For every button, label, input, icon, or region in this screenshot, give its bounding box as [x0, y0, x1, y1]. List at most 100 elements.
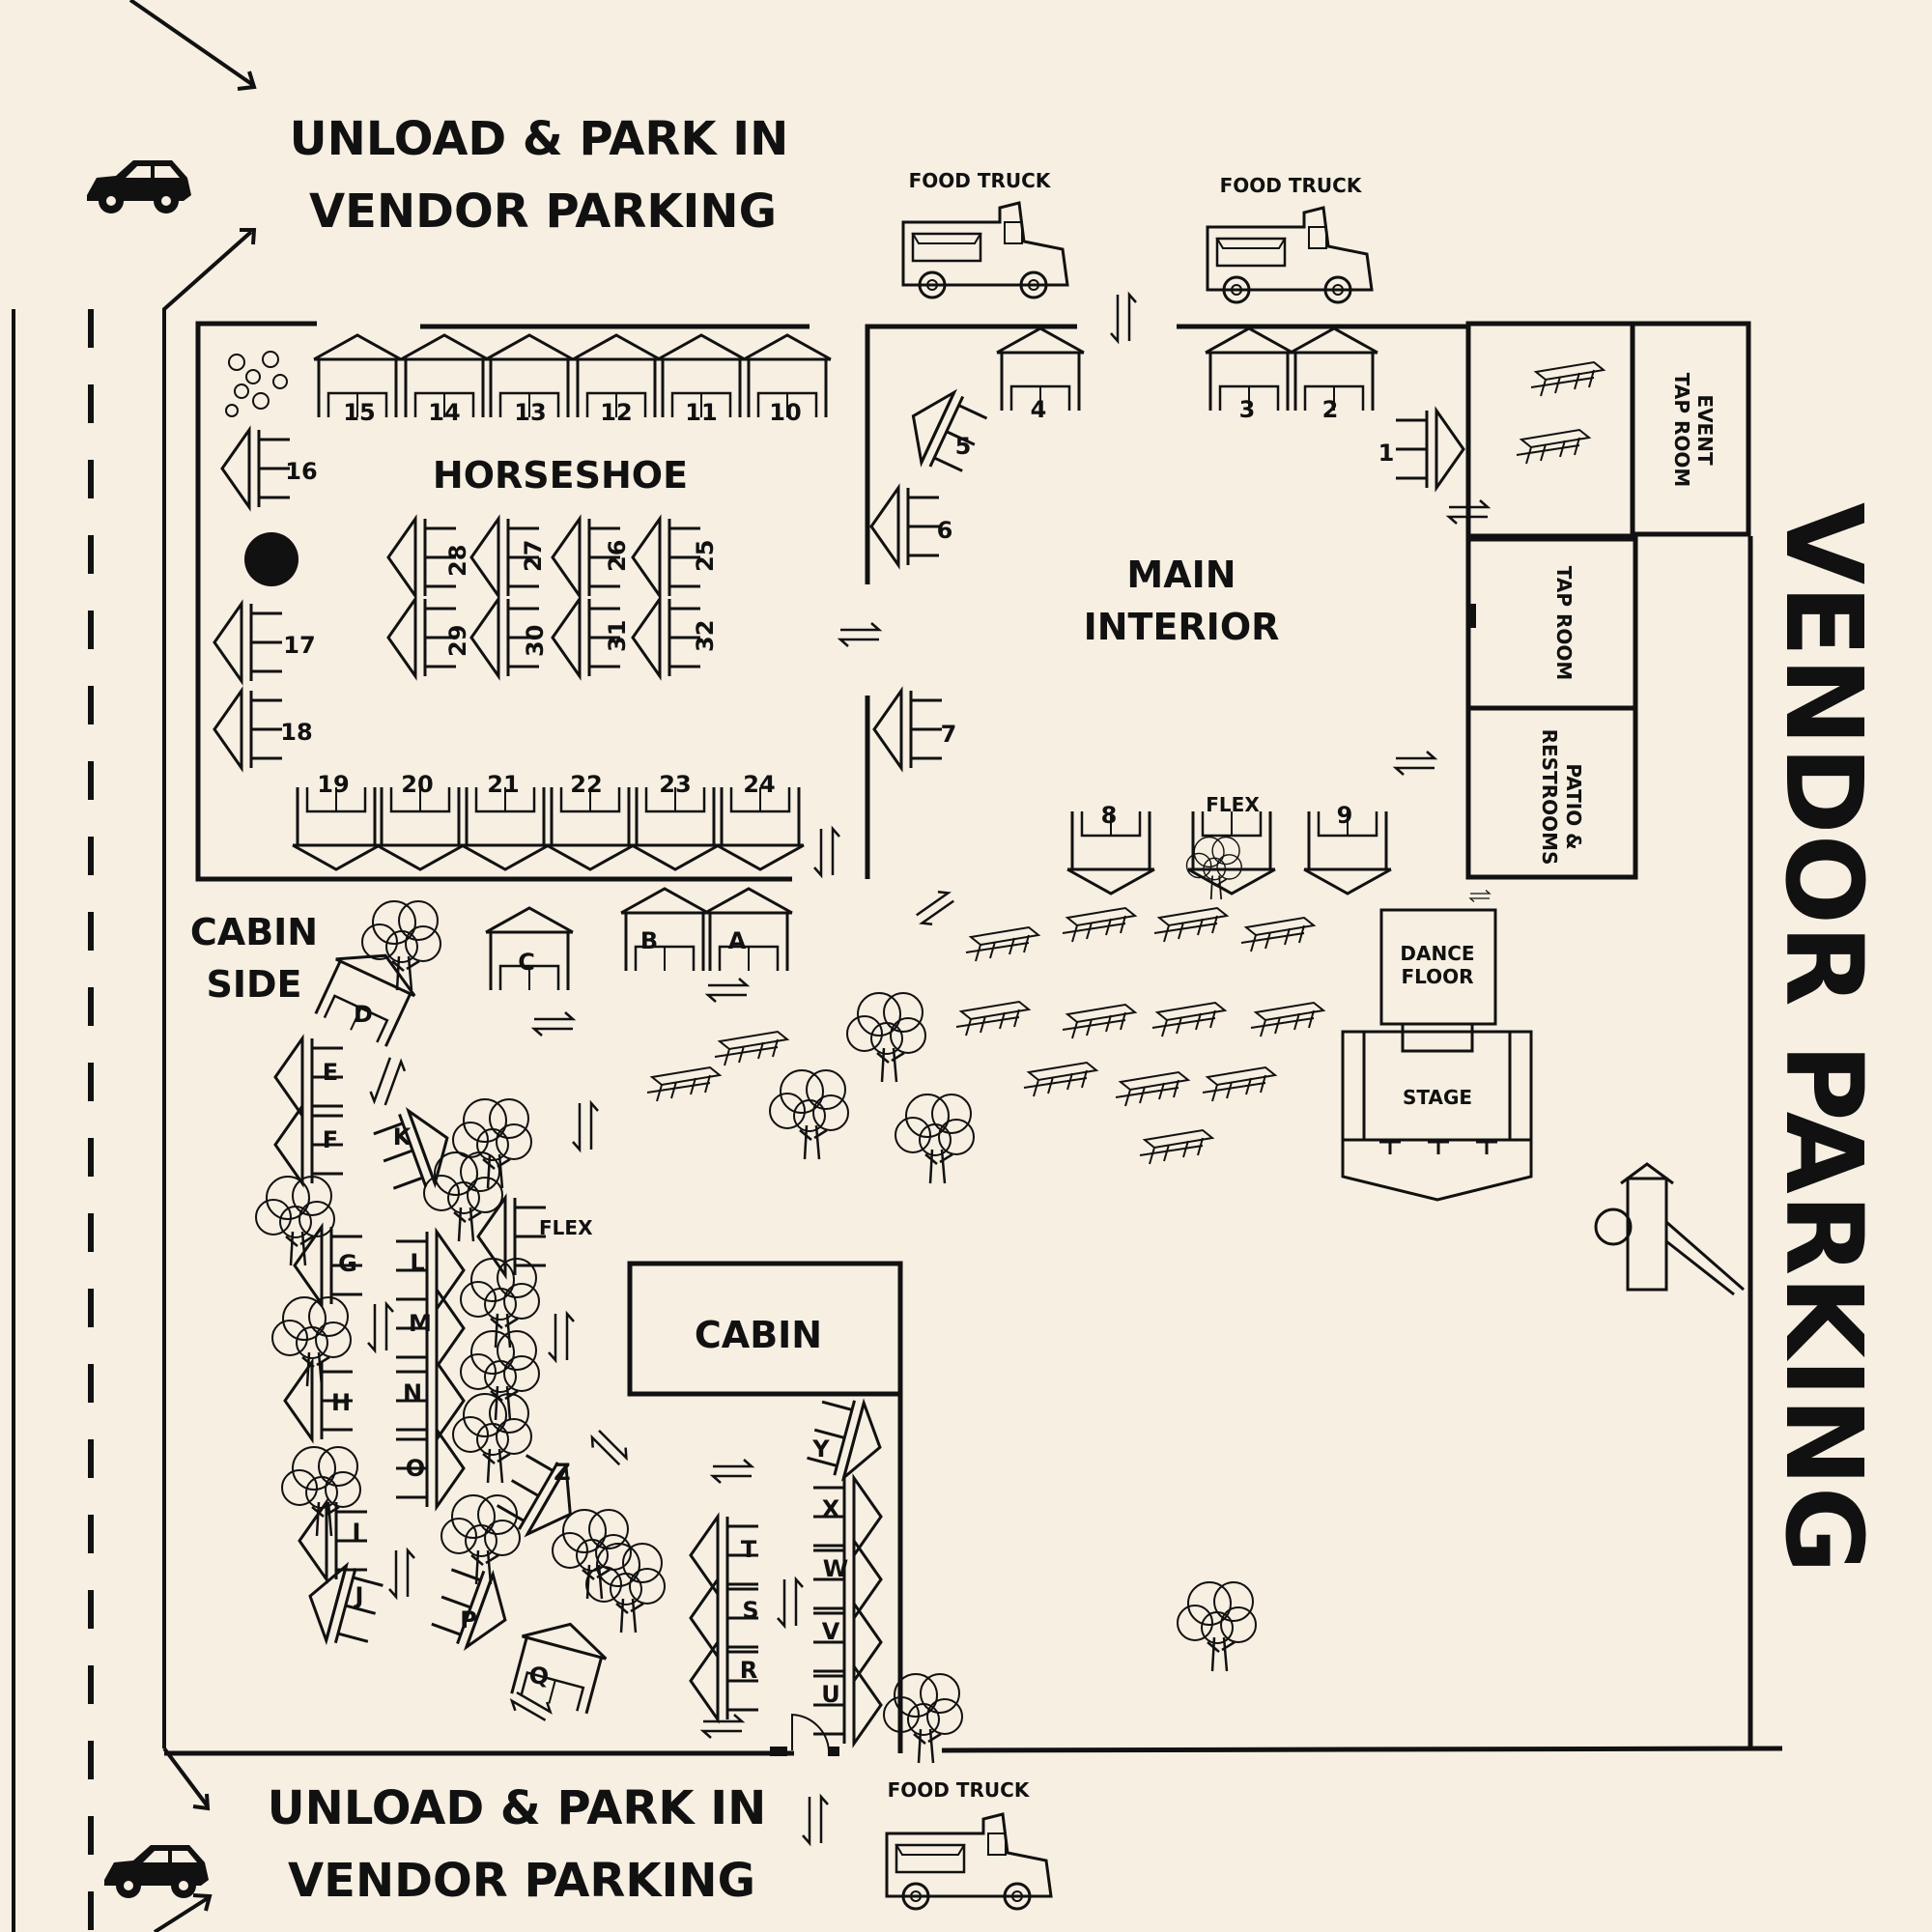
booth-4[interactable]: 4: [1031, 396, 1047, 423]
horseshoe-label: HORSESHOE: [433, 454, 688, 497]
booths-cabin-side: C B A D E F G H I J K L M N O P Q Z FLEX…: [273, 887, 892, 1746]
booth-T[interactable]: T: [741, 1536, 757, 1563]
food-truck-icon: [885, 1812, 1053, 1911]
booth-H[interactable]: H: [331, 1389, 351, 1416]
parking-label-bottom-2: VENDOR PARKING: [288, 1854, 755, 1908]
booth-E[interactable]: E: [323, 1059, 338, 1086]
booth-15[interactable]: 15: [343, 399, 375, 426]
booth-row-top: 15 14 13 12 11 10: [312, 333, 833, 426]
booth-M[interactable]: M: [409, 1310, 432, 1337]
booth-Q[interactable]: Q: [529, 1662, 549, 1690]
parking-label-bottom-1: UNLOAD & PARK IN: [268, 1781, 767, 1835]
booth-D[interactable]: D: [354, 1001, 373, 1028]
booth-X[interactable]: X: [822, 1495, 840, 1522]
main-interior-label-1: MAIN: [1126, 554, 1236, 596]
entry-arrow-top: [128, 0, 255, 87]
car-icon: [87, 160, 191, 213]
booth-31[interactable]: 31: [604, 620, 631, 652]
booth-24[interactable]: 24: [743, 771, 775, 798]
patio-label-1: PATIO &: [1562, 763, 1585, 849]
fire-pit-icon: [244, 532, 298, 586]
booths-interior: 4 5 6 7 3 2 1 8 FLEX 9: [869, 327, 1465, 895]
booth-W[interactable]: W: [823, 1555, 848, 1582]
food-truck-icon: [1206, 206, 1374, 304]
booth-19[interactable]: 19: [317, 771, 349, 798]
booth-Z[interactable]: Z: [554, 1459, 570, 1486]
booth-col-left: 16 17 18: [213, 428, 318, 770]
booth-25[interactable]: 25: [692, 540, 719, 572]
flex-booth-cabin[interactable]: FLEX: [539, 1216, 593, 1239]
booth-1[interactable]: 1: [1378, 440, 1395, 467]
booth-C[interactable]: C: [518, 949, 535, 976]
food-truck-label-1: FOOD TRUCK: [909, 169, 1052, 192]
booth-P[interactable]: P: [460, 1606, 477, 1634]
gate-icon: [770, 1713, 839, 1756]
booth-2[interactable]: 2: [1322, 396, 1339, 423]
booth-I[interactable]: I: [353, 1519, 361, 1546]
booth-cluster-center: 28 27 26 25 29 30 31 32: [386, 517, 719, 678]
booth-8[interactable]: 8: [1101, 802, 1118, 829]
booth-S[interactable]: S: [742, 1597, 758, 1624]
booth-L[interactable]: L: [410, 1249, 424, 1276]
booth-29[interactable]: 29: [444, 625, 471, 657]
booth-9[interactable]: 9: [1337, 802, 1353, 829]
booth-U[interactable]: U: [821, 1681, 840, 1708]
booth-K[interactable]: K: [393, 1123, 412, 1151]
dance-floor-label-1: DANCE: [1400, 942, 1474, 965]
booth-20[interactable]: 20: [401, 771, 433, 798]
booth-26[interactable]: 26: [604, 540, 631, 572]
booth-7[interactable]: 7: [941, 721, 957, 748]
booth-6[interactable]: 6: [937, 517, 953, 544]
booth-28[interactable]: 28: [444, 545, 471, 577]
booth-11[interactable]: 11: [685, 399, 717, 426]
booth-17[interactable]: 17: [283, 632, 315, 659]
event-tap-room-label-2: TAP ROOM: [1670, 373, 1693, 488]
buildings-right: EVENT TAP ROOM TAP ROOM PATIO & RESTROOM…: [1465, 321, 1751, 880]
booth-A[interactable]: A: [728, 927, 747, 954]
booth-G[interactable]: G: [338, 1250, 357, 1277]
flex-booth-main[interactable]: FLEX: [1206, 793, 1260, 816]
booth-23[interactable]: 23: [659, 771, 691, 798]
cabin-side-label-1: CABIN: [190, 911, 318, 953]
car-icon: [104, 1845, 209, 1898]
food-truck-label-2: FOOD TRUCK: [1220, 174, 1363, 197]
cabin-building: [627, 1261, 903, 1397]
booth-30[interactable]: 30: [522, 625, 549, 657]
booth-32[interactable]: 32: [692, 620, 719, 652]
shrub-icon: [225, 351, 288, 417]
booth-J[interactable]: J: [354, 1582, 364, 1609]
booth-Y[interactable]: Y: [811, 1435, 830, 1463]
stage-label: STAGE: [1403, 1086, 1472, 1109]
booth-B[interactable]: B: [640, 927, 658, 954]
booth-27[interactable]: 27: [520, 540, 547, 572]
booth-14[interactable]: 14: [428, 399, 460, 426]
event-tap-room-label-1: EVENT: [1693, 394, 1717, 466]
patio-label-2: RESTROOMS: [1538, 729, 1561, 866]
dance-floor-label-2: FLOOR: [1401, 965, 1473, 988]
booth-N[interactable]: N: [403, 1379, 422, 1406]
booth-V[interactable]: V: [822, 1618, 840, 1645]
booth-F[interactable]: F: [323, 1126, 338, 1153]
cabin-label: CABIN: [695, 1314, 822, 1356]
vendor-parking-side-label: VENDOR PARKING: [1762, 502, 1886, 1574]
playground-icon: [1594, 1162, 1745, 1296]
booth-12[interactable]: 12: [600, 399, 632, 426]
entry-arrow-path: [162, 230, 253, 1748]
booth-5[interactable]: 5: [955, 433, 972, 460]
booth-10[interactable]: 10: [769, 399, 801, 426]
booth-3[interactable]: 3: [1239, 396, 1256, 423]
food-truck-icon: [901, 201, 1069, 299]
booth-13[interactable]: 13: [514, 399, 546, 426]
parking-label-top-1: UNLOAD & PARK IN: [290, 112, 789, 166]
parking-label-top-2: VENDOR PARKING: [309, 185, 777, 239]
booth-22[interactable]: 22: [570, 771, 602, 798]
booth-O[interactable]: O: [406, 1455, 425, 1482]
booth-16[interactable]: 16: [285, 458, 317, 485]
booth-row-bottom: 19 20 21 22 23 24: [291, 771, 806, 871]
main-interior-label-2: INTERIOR: [1084, 606, 1280, 648]
booth-R[interactable]: R: [740, 1657, 757, 1684]
booth-18[interactable]: 18: [280, 719, 312, 746]
food-truck-label-3: FOOD TRUCK: [888, 1778, 1031, 1802]
booth-21[interactable]: 21: [487, 771, 519, 798]
